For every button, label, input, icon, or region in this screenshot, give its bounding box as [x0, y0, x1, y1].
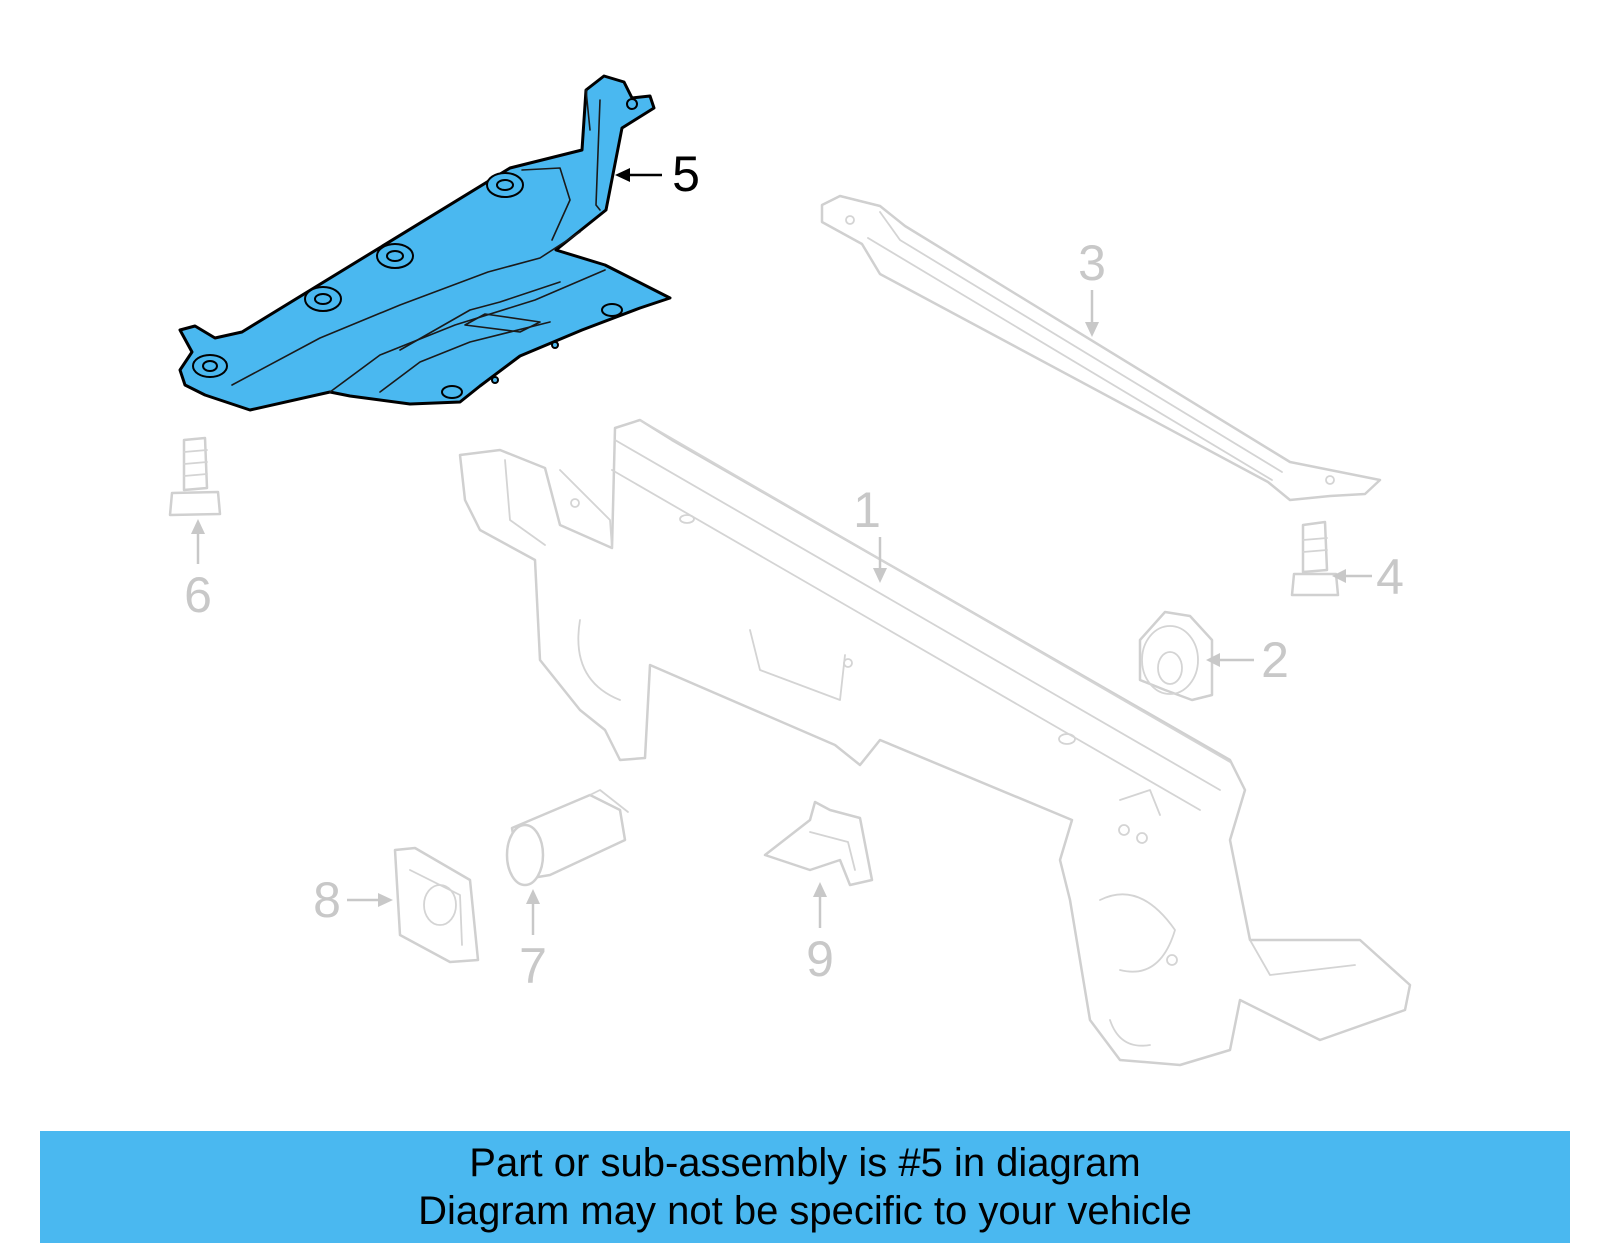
part-2-clip-nut [1138, 610, 1214, 702]
banner-line-part: Part or sub-assembly is #5 in diagram [469, 1141, 1141, 1185]
svg-text:8: 8 [313, 872, 341, 928]
parts-diagram: 1 2 3 4 5 6 7 8 [168, 74, 1412, 1067]
part-3-crossbar [820, 194, 1382, 502]
svg-text:1: 1 [853, 482, 881, 538]
callout-3[interactable]: 3 [1078, 235, 1106, 337]
info-banner: Part or sub-assembly is #5 in diagram Di… [40, 1131, 1570, 1243]
callout-6[interactable]: 6 [184, 519, 212, 623]
svg-text:7: 7 [519, 938, 547, 994]
part-4-bolt [1290, 520, 1340, 597]
part-1-radiator-support [458, 418, 1412, 1067]
svg-text:9: 9 [806, 931, 834, 987]
callout-2[interactable]: 2 [1206, 632, 1289, 688]
part-7-sensor [505, 789, 629, 887]
svg-text:2: 2 [1261, 632, 1289, 688]
banner-line-disclaimer: Diagram may not be specific to your vehi… [418, 1189, 1192, 1233]
svg-text:5: 5 [672, 146, 700, 202]
part-9-bracket [763, 800, 874, 887]
svg-text:6: 6 [184, 567, 212, 623]
part-5-shield[interactable] [178, 74, 672, 412]
svg-text:3: 3 [1078, 235, 1106, 291]
callout-8[interactable]: 8 [313, 872, 393, 928]
callout-4[interactable]: 4 [1332, 549, 1404, 605]
part-8-bracket [393, 846, 480, 964]
part-6-bolt [168, 436, 222, 517]
callout-5[interactable]: 5 [615, 146, 700, 202]
callout-9[interactable]: 9 [806, 882, 834, 987]
callout-1[interactable]: 1 [853, 482, 887, 583]
svg-text:4: 4 [1376, 549, 1404, 605]
callout-7[interactable]: 7 [519, 889, 547, 994]
